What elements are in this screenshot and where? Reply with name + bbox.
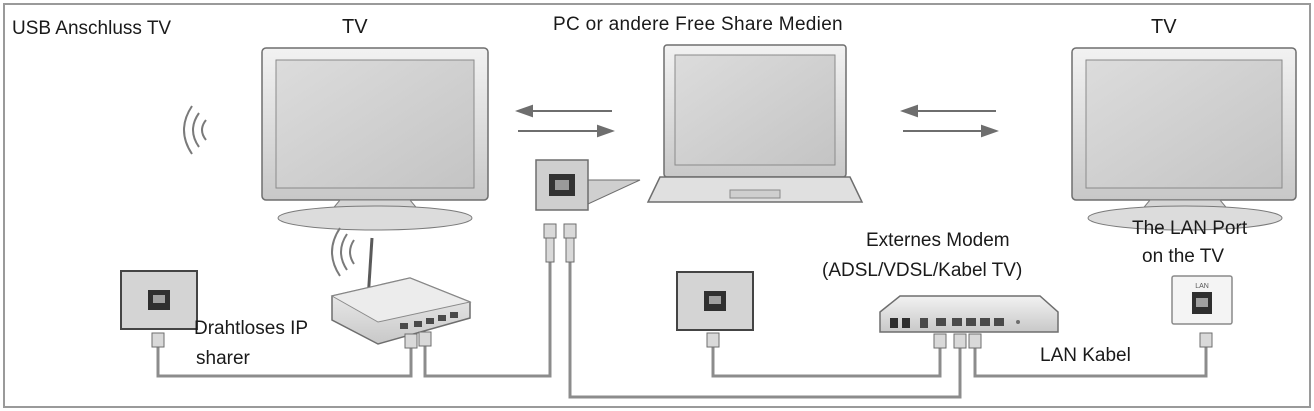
lan-port-label-line1: The LAN Port	[1132, 218, 1248, 239]
modem-label-line1: Externes Modem	[866, 230, 1010, 251]
lan-port-label-line2: on the TV	[1142, 246, 1225, 267]
frame-border	[3, 3, 1311, 408]
tv-left-label: TV	[342, 16, 368, 38]
lan-port-tag: LAN	[1195, 283, 1209, 290]
wireless-signal-icon	[183, 105, 207, 155]
laptop-icon	[646, 44, 864, 203]
wall-socket-icon	[676, 271, 754, 331]
modem-label-line2: (ADSL/VDSL/Kabel TV)	[822, 260, 1023, 281]
laptop-lan-port-callout	[535, 159, 641, 211]
router-label-line1: Drahtloses IP	[194, 318, 309, 339]
tv-right-label: TV	[1151, 16, 1177, 38]
router-label-line2: sharer	[196, 348, 250, 369]
arrow-icon	[515, 104, 999, 138]
wall-socket-icon	[120, 270, 198, 330]
wireless-router-icon	[330, 227, 472, 345]
tv-right-icon	[1071, 47, 1297, 231]
ethernet-plug-icon	[151, 223, 1213, 349]
usb-tv-label: USB Anschluss TV	[12, 18, 172, 39]
lan-cable-line	[156, 262, 1208, 399]
pc-label: PC or andere Free Share Medien	[553, 14, 843, 35]
lan-port-plate-icon: LAN	[1171, 275, 1233, 325]
lan-cable-label: LAN Kabel	[1040, 345, 1131, 366]
external-modem-icon	[879, 295, 1059, 333]
tv-left-icon	[261, 47, 489, 231]
